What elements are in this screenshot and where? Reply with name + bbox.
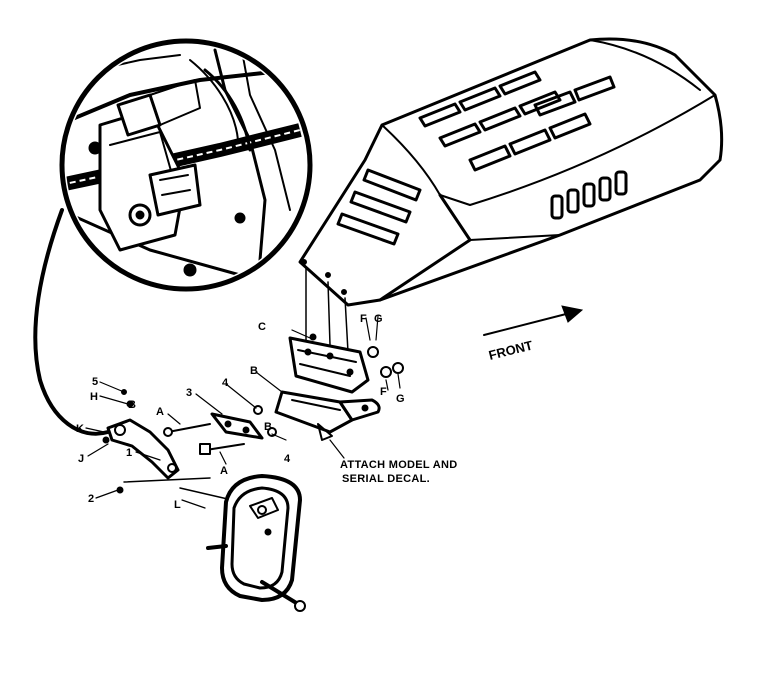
label-h: H	[90, 391, 98, 403]
label-c: C	[258, 321, 266, 333]
label-b-left: B	[128, 399, 136, 411]
label-3: 3	[186, 387, 192, 399]
label-2: 2	[88, 493, 94, 505]
label-f-right: F	[380, 386, 387, 398]
linkage-parts	[85, 315, 401, 509]
pulley-housing	[206, 474, 306, 612]
front-arrow	[483, 305, 584, 336]
hitch-bracket	[274, 267, 404, 441]
detail-inset	[33, 38, 313, 436]
label-j: J	[78, 453, 84, 465]
label-l: L	[174, 499, 181, 511]
label-1: 1	[126, 447, 132, 459]
mower-deck	[298, 37, 724, 307]
decal-note-line2: SERIAL DECAL.	[342, 473, 430, 485]
callouts: C F G F G B B 4 4 3 A A 5 H B K J 1 2 L …	[76, 313, 534, 511]
label-4-top: 4	[222, 377, 229, 389]
front-label: FRONT	[487, 338, 534, 363]
label-5: 5	[92, 376, 98, 388]
label-g-top: G	[374, 313, 383, 325]
label-k: K	[76, 423, 84, 435]
label-b-mid: B	[250, 365, 258, 377]
label-b-lower: B	[264, 421, 272, 433]
label-4-bottom: 4	[284, 453, 291, 465]
label-g-right: G	[396, 393, 405, 405]
label-f-top: F	[360, 313, 367, 325]
label-a-bottom: A	[220, 465, 228, 477]
decal-note-line1: ATTACH MODEL AND	[340, 459, 457, 471]
label-a-top: A	[156, 406, 164, 418]
